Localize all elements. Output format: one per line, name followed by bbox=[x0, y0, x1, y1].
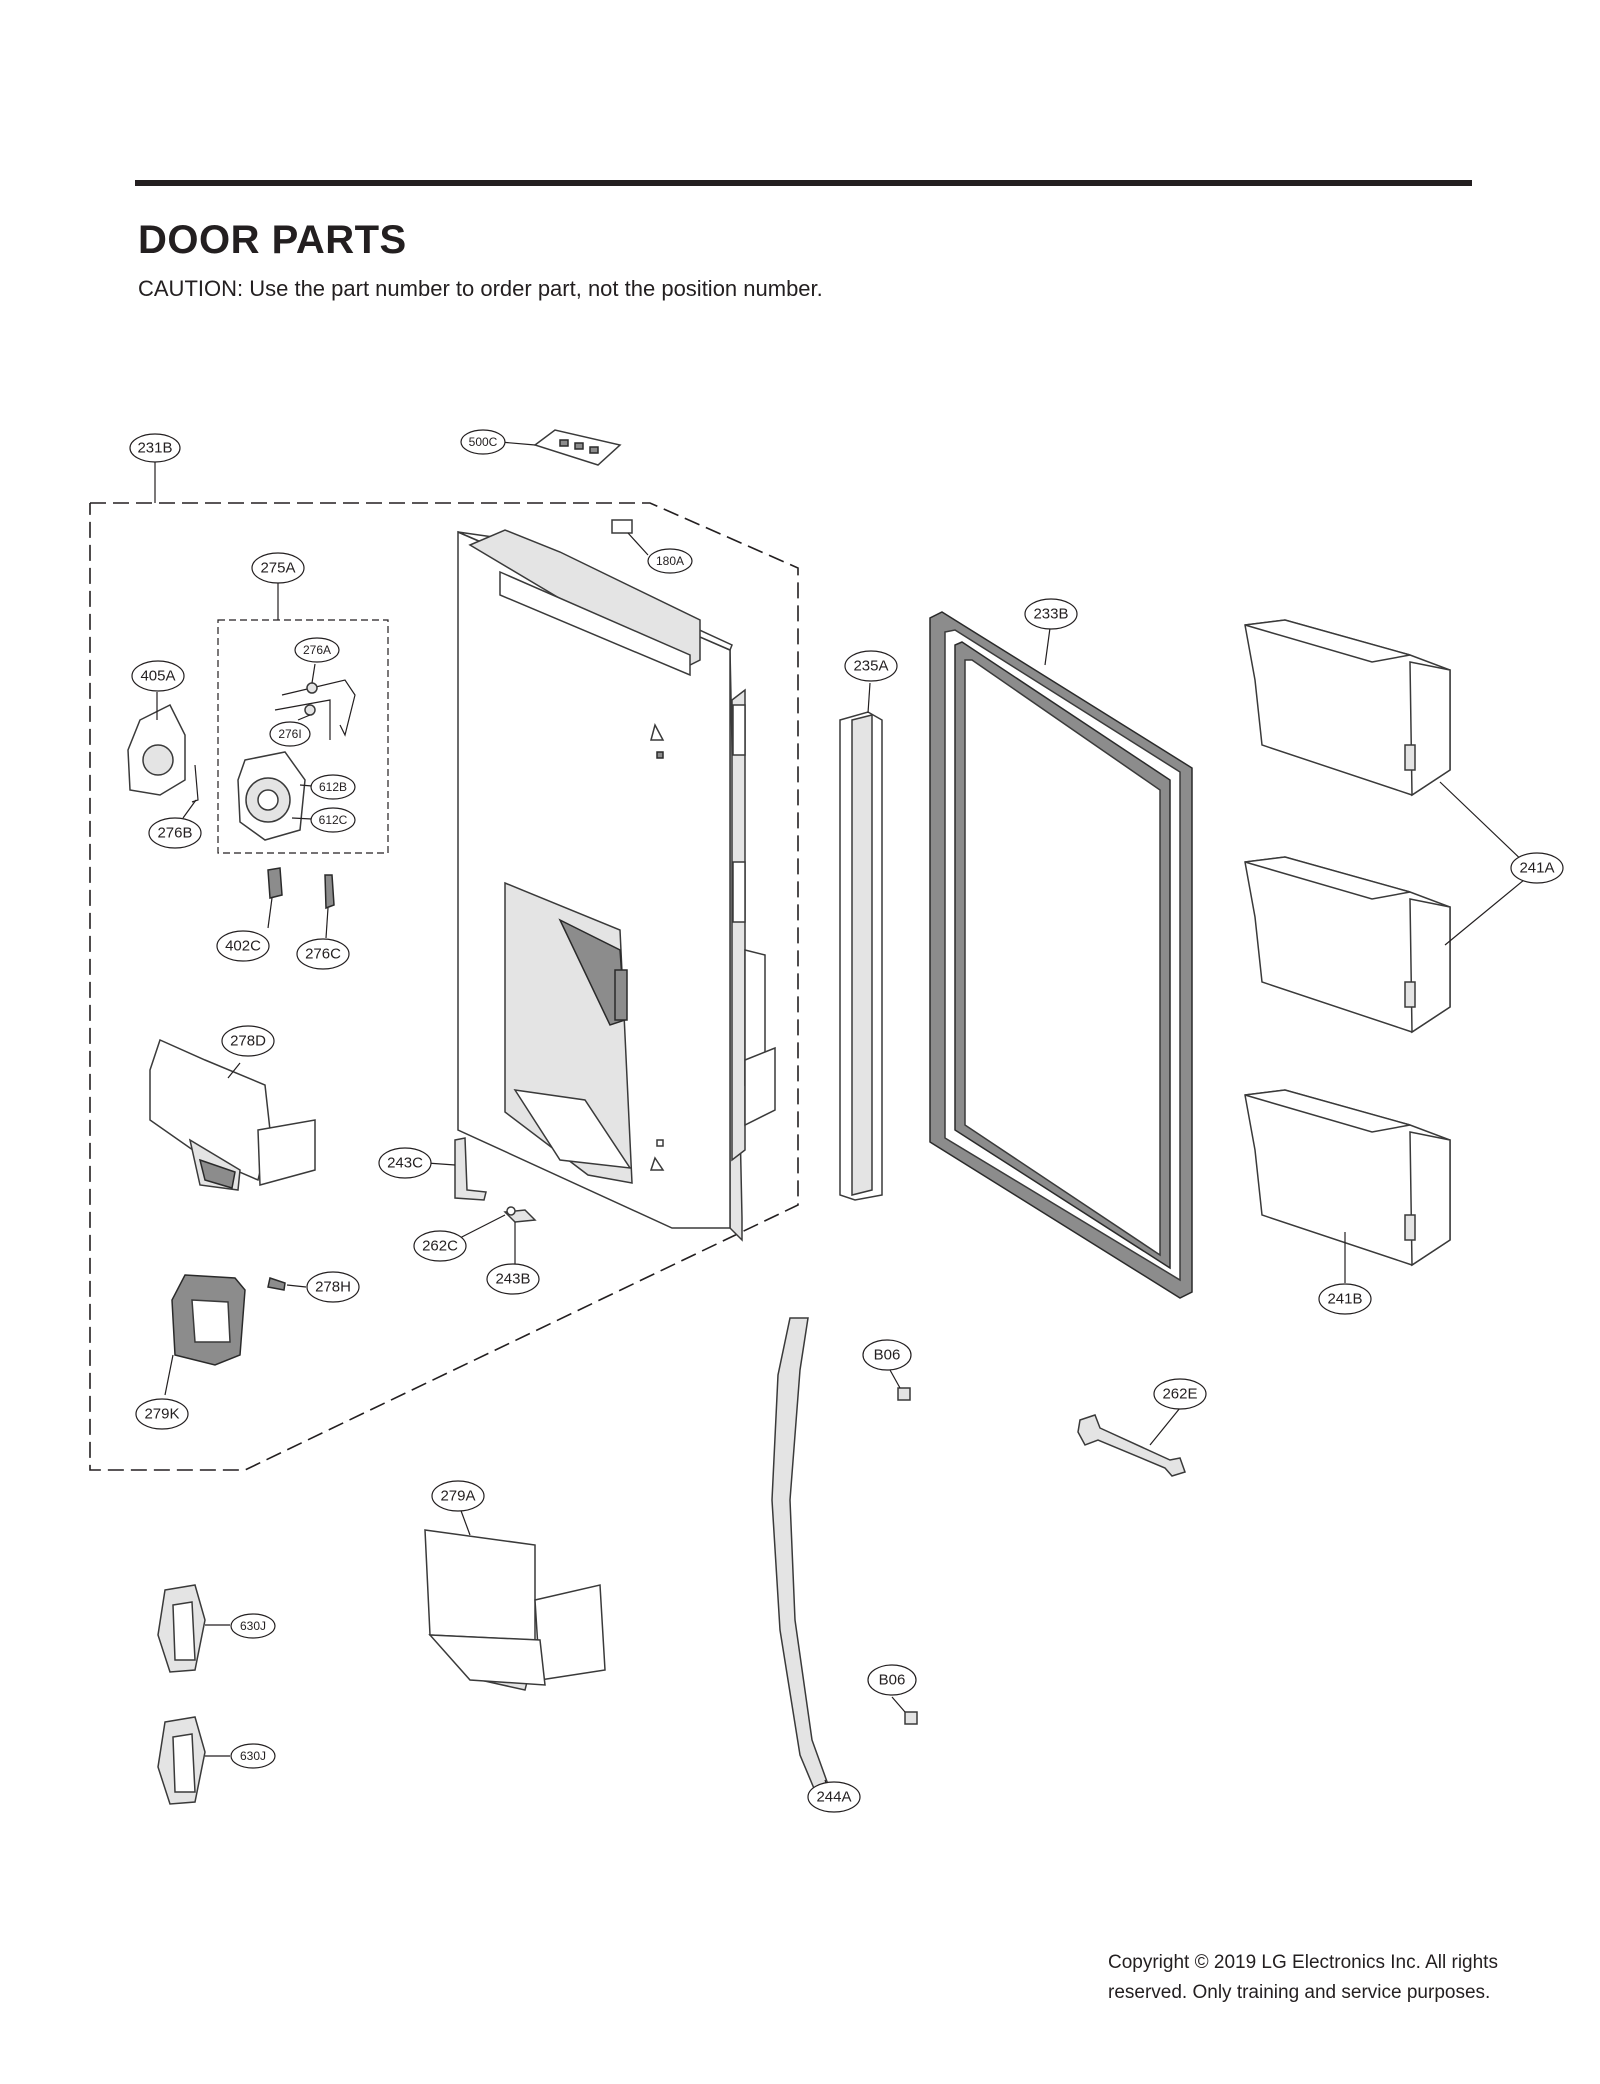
copyright-line-1: Copyright © 2019 LG Electronics Inc. All… bbox=[1108, 1952, 1498, 1973]
svg-text:275A: 275A bbox=[260, 560, 295, 577]
callout-276I: 276I bbox=[269, 721, 311, 747]
part-241A-bin-upper bbox=[1244, 619, 1451, 797]
svg-text:276A: 276A bbox=[303, 643, 331, 657]
svg-text:279K: 279K bbox=[144, 1406, 179, 1423]
callout-233B: 233B bbox=[1024, 598, 1078, 630]
part-241B-bin bbox=[1244, 1089, 1451, 1267]
svg-text:630J: 630J bbox=[240, 1619, 266, 1633]
part-B06-screw-lower bbox=[904, 1711, 918, 1725]
svg-text:243C: 243C bbox=[387, 1155, 423, 1172]
svg-text:276C: 276C bbox=[305, 946, 341, 963]
part-180A-connector bbox=[611, 519, 633, 534]
part-630J-foot-lower bbox=[157, 1716, 206, 1805]
svg-text:262C: 262C bbox=[422, 1238, 458, 1255]
copyright-notice: Copyright © 2019 LG Electronics Inc. All… bbox=[1108, 1948, 1568, 2008]
part-B06-screw-upper bbox=[897, 1387, 911, 1401]
callout-279K: 279K bbox=[135, 1398, 189, 1430]
callout-B06-lower: B06 bbox=[867, 1664, 917, 1696]
svg-text:180A: 180A bbox=[656, 554, 684, 568]
svg-text:278H: 278H bbox=[315, 1279, 351, 1296]
callout-244A: 244A bbox=[807, 1781, 861, 1813]
callout-262E: 262E bbox=[1153, 1378, 1207, 1410]
part-279K-cover bbox=[171, 1274, 246, 1366]
svg-text:612B: 612B bbox=[319, 780, 347, 794]
svg-text:235A: 235A bbox=[853, 658, 888, 675]
callout-402C: 402C bbox=[216, 930, 270, 962]
svg-text:233B: 233B bbox=[1033, 606, 1068, 623]
svg-text:244A: 244A bbox=[816, 1789, 851, 1806]
callout-278D: 278D bbox=[221, 1025, 275, 1057]
svg-text:630J: 630J bbox=[240, 1749, 266, 1763]
part-262E-wrench bbox=[1077, 1414, 1186, 1477]
svg-text:B06: B06 bbox=[874, 1347, 901, 1364]
callout-405A: 405A bbox=[131, 660, 185, 692]
part-243C-bracket bbox=[454, 1137, 487, 1201]
callout-279A: 279A bbox=[431, 1480, 485, 1512]
svg-text:262E: 262E bbox=[1162, 1386, 1197, 1403]
callout-276B: 276B bbox=[148, 817, 202, 849]
part-278H-screw bbox=[267, 1277, 286, 1291]
svg-text:241A: 241A bbox=[1519, 860, 1554, 877]
callout-241B: 241B bbox=[1318, 1283, 1372, 1315]
part-244A-handle bbox=[771, 1317, 831, 1800]
callout-262C: 262C bbox=[413, 1230, 467, 1262]
svg-text:276B: 276B bbox=[157, 825, 192, 842]
svg-text:612C: 612C bbox=[319, 813, 348, 827]
callout-276C: 276C bbox=[296, 938, 350, 970]
callout-180A: 180A bbox=[647, 548, 693, 574]
part-402C-switch bbox=[267, 867, 283, 899]
callout-630J-upper: 630J bbox=[230, 1613, 276, 1639]
part-233B-gasket bbox=[929, 611, 1193, 1299]
callout-275A: 275A bbox=[251, 552, 305, 584]
callout-B06-upper: B06 bbox=[862, 1339, 912, 1371]
svg-text:276I: 276I bbox=[278, 727, 301, 741]
svg-text:500C: 500C bbox=[469, 435, 498, 449]
callout-243C: 243C bbox=[378, 1147, 432, 1179]
assembly-boundary bbox=[89, 502, 799, 1471]
part-276B-pin bbox=[191, 764, 199, 803]
copyright-line-2: reserved. Only training and service purp… bbox=[1108, 1982, 1491, 2003]
callout-241A: 241A bbox=[1510, 852, 1564, 884]
part-278D-housing bbox=[149, 1038, 316, 1191]
callout-612C: 612C bbox=[310, 807, 356, 833]
svg-text:243B: 243B bbox=[495, 1271, 530, 1288]
svg-text:B06: B06 bbox=[879, 1672, 906, 1689]
part-241A-bin-lower bbox=[1244, 856, 1451, 1034]
header-rule bbox=[135, 180, 1472, 186]
callout-243B: 243B bbox=[486, 1263, 540, 1295]
part-279A-cover bbox=[424, 1529, 606, 1691]
subassembly-box-275A bbox=[217, 619, 389, 854]
part-235A-strip bbox=[839, 711, 883, 1201]
callout-235A: 235A bbox=[844, 650, 898, 682]
callout-612B: 612B bbox=[310, 774, 356, 800]
svg-text:405A: 405A bbox=[140, 668, 175, 685]
page-title: DOOR PARTS bbox=[138, 218, 407, 262]
svg-text:278D: 278D bbox=[230, 1033, 266, 1050]
callout-630J-lower: 630J bbox=[230, 1743, 276, 1769]
callout-278H: 278H bbox=[306, 1271, 360, 1303]
part-276C-lever bbox=[324, 874, 335, 910]
door-assembly-drawing bbox=[457, 529, 776, 1242]
caution-note: CAUTION: Use the part number to order pa… bbox=[138, 276, 823, 301]
svg-text:231B: 231B bbox=[137, 440, 172, 457]
part-276A-spring bbox=[281, 679, 356, 737]
part-630J-foot-upper bbox=[157, 1584, 206, 1673]
svg-text:279A: 279A bbox=[440, 1488, 475, 1505]
callout-276A: 276A bbox=[294, 637, 340, 663]
svg-text:241B: 241B bbox=[1327, 1291, 1362, 1308]
svg-text:402C: 402C bbox=[225, 938, 261, 955]
callout-500C: 500C bbox=[460, 429, 506, 455]
callout-231B: 231B bbox=[129, 433, 181, 463]
